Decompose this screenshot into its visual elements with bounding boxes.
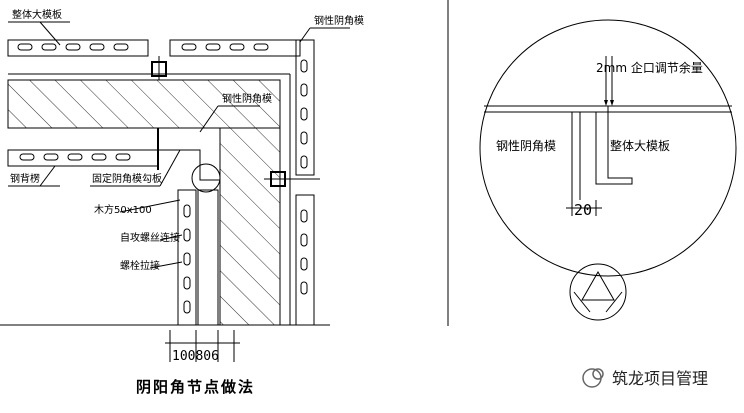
label-bolt-tie: 螺栓拉接 — [120, 259, 160, 272]
label-rigid-corner-mold: 钢性阴角模 — [314, 14, 364, 27]
inner-vertical-slots — [183, 204, 191, 314]
watermark-text: 筑龙项目管理 — [612, 369, 708, 388]
main-section: 整体大模板 钢性阴角模 钢性阴角模 钢背楞 固定阴角模勾板 木方50x100 自… — [0, 8, 364, 396]
inner-panel-horizontal — [7, 149, 159, 167]
label-fixed-corner-bracket: 固定阴角模勾板 — [92, 172, 162, 185]
top-panel — [7, 39, 149, 57]
concrete-wall-vertical — [219, 127, 281, 326]
dim-20: 20 — [574, 201, 592, 219]
label-steel-back-rib: 钢背楞 — [10, 172, 40, 185]
detail-circle — [479, 19, 737, 277]
watermark-logo-icon — [582, 368, 602, 388]
label-rigid-corner-mold-2: 钢性阴角模 — [222, 92, 272, 105]
section-symbol — [569, 263, 627, 321]
right-outer-panel — [295, 39, 315, 176]
top-panel-slots — [17, 43, 269, 51]
watermark: 筑龙项目管理 — [582, 368, 708, 388]
timber-strip — [197, 189, 219, 326]
dim-2mm: 2mm 企口调节余量 — [596, 60, 703, 75]
detail-right-label: 整体大模板 — [610, 138, 670, 153]
label-integral-slab: 整体大模板 — [12, 8, 62, 21]
right-panel-slots — [300, 59, 308, 295]
drawing-title: 阴阳角节点做法 — [136, 378, 255, 396]
dim-bottom: 100806 — [172, 349, 219, 364]
inner-panel-vertical — [177, 189, 197, 326]
detail-left-label: 钢性阴角模 — [496, 139, 556, 153]
inner-panel-slots — [19, 153, 131, 161]
label-timber: 木方50x100 — [94, 203, 152, 216]
label-self-tapping-screw: 自攻螺丝连接 — [120, 231, 180, 244]
detail-view: 2mm 企口调节余量 钢性阴角模 整体大模板 20 — [479, 19, 737, 321]
corner-detail-circle — [191, 163, 221, 193]
